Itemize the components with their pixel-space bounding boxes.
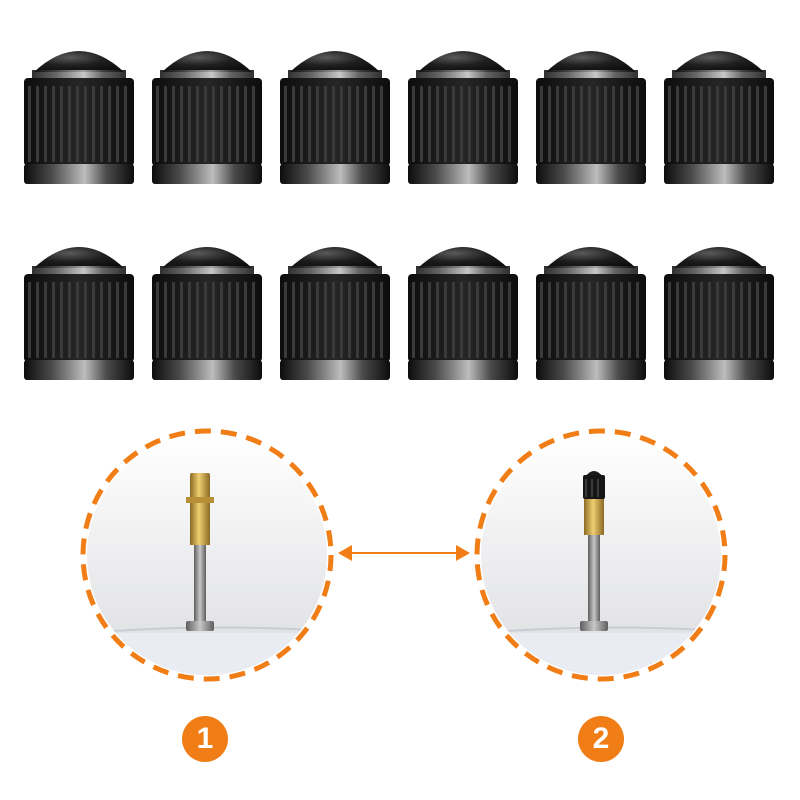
valve-cap (146, 36, 268, 196)
valve-cap (274, 232, 396, 392)
valve-cap (146, 232, 268, 392)
valve-cap (402, 36, 524, 196)
double-arrow-icon (338, 545, 470, 561)
step-number-2: 2 (578, 716, 624, 762)
valve-cap (18, 36, 140, 196)
detail-ring-2 (474, 428, 728, 682)
valve-cap-grid (18, 36, 790, 396)
valve-detail-1 (87, 435, 327, 675)
valve-cap (402, 232, 524, 392)
valve-cap (658, 232, 780, 392)
valve-cap (274, 36, 396, 196)
valve-cap (18, 232, 140, 392)
valve-cap (530, 232, 652, 392)
valve-detail-2 (481, 435, 721, 675)
step-number-1: 1 (182, 716, 228, 762)
valve-cap (658, 36, 780, 196)
valve-cap (530, 36, 652, 196)
detail-ring-1 (80, 428, 334, 682)
